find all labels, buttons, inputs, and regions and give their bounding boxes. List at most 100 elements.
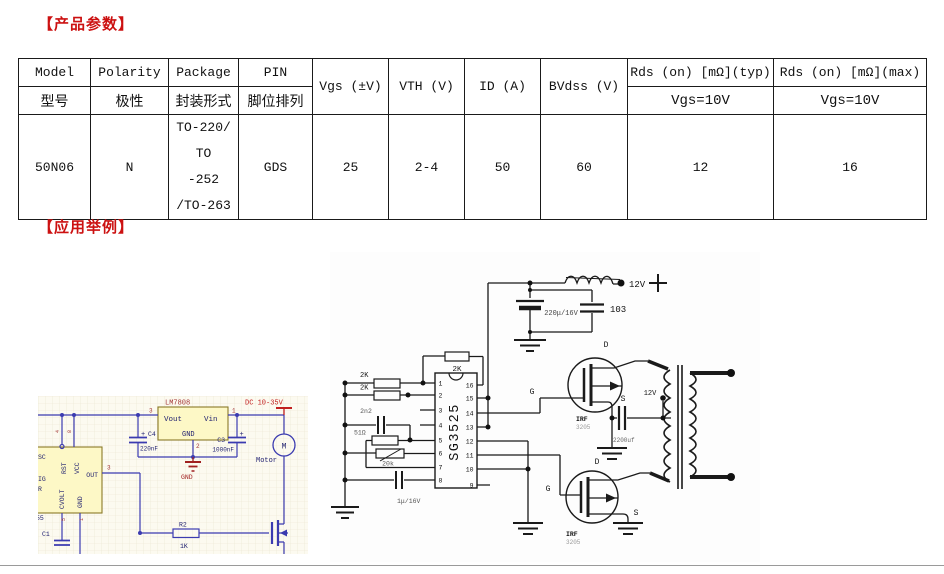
- pin-2: 2: [439, 393, 443, 400]
- cap-103-plates: [580, 303, 604, 313]
- reg-gnd-label: GND: [182, 431, 195, 439]
- r2-value: 1K: [180, 543, 188, 550]
- timer-ic-555: [38, 446, 103, 514]
- rin1-label: 2K: [360, 372, 369, 380]
- table-row: 50N06 N TO-220/ TO -252 /TO-263 GDS 25 2…: [18, 114, 927, 220]
- mosfet-arrow-2: [606, 493, 616, 503]
- t555-disc: SC: [38, 454, 46, 461]
- mosfet-arrow: [280, 529, 287, 537]
- th-package-cn: 封装形式: [168, 86, 239, 115]
- pin5-label: 5: [61, 518, 67, 521]
- cell-vgs: 25: [312, 114, 389, 220]
- cap-103-label: 103: [610, 305, 626, 315]
- c4-plus: +: [141, 431, 145, 439]
- pin4-label: 4: [55, 430, 61, 433]
- ground-source1: [597, 447, 627, 460]
- cell-polarity: N: [90, 114, 169, 220]
- motor-symbol: [272, 433, 296, 457]
- ic-pin-numbers: 1 2 3 4 5 6 7 8 16 15 14 13 12 11 10 9: [439, 381, 474, 490]
- ground-pin10: [513, 522, 543, 535]
- cell-vth: 2-4: [388, 114, 465, 220]
- c4-label: C4: [148, 431, 156, 438]
- output-leads: [690, 371, 728, 479]
- cap-2200-plates: [617, 406, 627, 430]
- cell-bvdss: 60: [540, 114, 628, 220]
- gnd-label: GND: [181, 474, 193, 481]
- t555-r: R: [38, 486, 42, 493]
- drain1-label: D: [604, 341, 609, 350]
- source2-label: S: [634, 509, 639, 518]
- th-id: ID (A): [464, 58, 541, 115]
- motor-m: M: [282, 443, 287, 452]
- th-pin-en: PIN: [238, 58, 313, 87]
- r2-label: R2: [179, 522, 187, 529]
- cell-model: 50N06: [18, 114, 91, 220]
- cap-main-label: 220μ/16V: [544, 310, 578, 318]
- t555-cvolt: CVOLT: [59, 489, 66, 509]
- t555-out: OUT: [86, 472, 98, 479]
- primary-winding: [663, 369, 672, 483]
- gate1-label: G: [530, 388, 535, 397]
- resistor-2k-feedback: [444, 351, 470, 362]
- pin-13: 13: [466, 425, 474, 432]
- pot-label: 20k: [382, 461, 394, 468]
- rfb-label: 2K: [452, 366, 462, 374]
- dc-input-port: [276, 407, 292, 415]
- c4-value: 220nF: [140, 446, 158, 453]
- pin-15: 15: [466, 396, 474, 403]
- small-cap-plates: [377, 416, 403, 489]
- th-rds-max-cond: Vgs=10V: [773, 86, 927, 115]
- mosfet-arrow-1: [610, 381, 620, 391]
- pin-12: 12: [466, 439, 474, 446]
- pin-3: 3: [439, 408, 443, 415]
- th-rds-typ-cond: Vgs=10V: [627, 86, 774, 115]
- motor-driver-schematic: LM7808 3 1 Vout Vin GND 2 + C4 220nF + C…: [38, 396, 308, 554]
- mosfet-bars: [270, 520, 280, 546]
- reg-vin-label: Vin: [204, 416, 218, 424]
- pin-6: 6: [439, 451, 443, 458]
- capacitor-plates: [54, 436, 246, 546]
- t555-trig: IG: [38, 476, 46, 483]
- drain2-label: D: [595, 458, 600, 467]
- th-rds-typ: Rds (on) [mΩ](typ): [627, 58, 774, 87]
- irf2-number: 3205: [566, 539, 581, 546]
- r51-label: 51Ω: [354, 430, 366, 437]
- sg3525-inverter-schematic: 12V 220μ/16V 103 2K 2K 2K 2n2 51Ω 20k 1μ…: [330, 252, 760, 562]
- page-bottom-divider: [0, 565, 944, 566]
- reg-vout-label: Vout: [164, 416, 182, 424]
- gate2-label: G: [546, 485, 551, 494]
- c1u-label: 1μ/16V: [397, 498, 421, 505]
- c3-plus: +: [240, 431, 244, 439]
- pin-16: 16: [466, 383, 474, 390]
- pot-wiper: [379, 448, 402, 462]
- th-vgs: Vgs (±V): [312, 58, 389, 115]
- pin-1: 1: [439, 381, 443, 388]
- th-polarity-en: Polarity: [90, 58, 169, 87]
- cell-package-line3: /TO-263: [176, 198, 231, 213]
- out-pin3-label: 3: [107, 465, 111, 472]
- rin2-label: 2K: [360, 385, 369, 393]
- pin-7: 7: [439, 465, 443, 472]
- resistor-2k-2: [373, 390, 401, 401]
- irf1-number: 3205: [576, 424, 591, 431]
- junction-dots: [60, 413, 239, 535]
- ground-top: [514, 339, 546, 352]
- th-pin-cn: 脚位排列: [238, 86, 313, 115]
- mosfet-upper: [567, 357, 669, 418]
- product-params-table: Model Polarity Package PIN Vgs (±V) VTH …: [18, 58, 927, 220]
- v12-tap-label: 12V: [644, 390, 657, 398]
- section-title-application: 【应用举例】: [38, 219, 135, 236]
- irf1-label: IRF: [576, 416, 588, 423]
- v12-top-label: 12V: [629, 280, 646, 290]
- pin-11: 11: [466, 453, 474, 460]
- dc-input-label: DC 10-35V: [245, 400, 284, 408]
- th-rds-max: Rds (on) [mΩ](max): [773, 58, 927, 87]
- transformer: [663, 365, 728, 489]
- pin-14: 14: [466, 411, 474, 418]
- c3-label: C3: [217, 437, 225, 444]
- th-package-en: Package: [168, 58, 239, 87]
- cell-package-line1: TO-220/ TO: [176, 120, 231, 161]
- junction-dots-right: [342, 279, 735, 483]
- wires: [331, 274, 671, 535]
